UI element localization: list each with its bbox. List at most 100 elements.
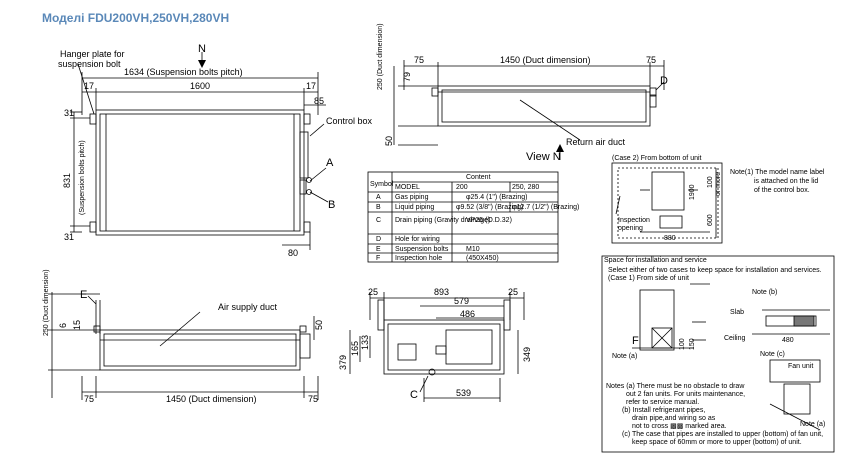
air-supply-view <box>48 292 319 400</box>
sv-dim-486: 486 <box>460 309 475 319</box>
case1-diagram <box>601 255 835 453</box>
table-cell-symbol: A <box>376 194 381 201</box>
vn-dim-79: 79 <box>402 72 412 82</box>
hanger-label-1: Hanger plate for <box>60 49 125 59</box>
note-line: refer to service manual. <box>626 399 699 406</box>
space-notes: Notes (a) There must be no obstacle to d… <box>606 383 823 446</box>
table-cell-value-1: M10 <box>466 246 480 253</box>
dim-31-top: 31 <box>64 108 74 118</box>
note1-line3: of the control box. <box>754 187 810 194</box>
bl-dim-6: 6 <box>58 323 68 328</box>
table-cell-value-1: 200 <box>456 184 468 191</box>
case2-diagram <box>611 162 723 244</box>
note-b-label: Note (b) <box>752 289 777 296</box>
sv-dim-579: 579 <box>454 296 469 306</box>
label-d: D <box>660 75 668 87</box>
vn-dim-1450: 1450 (Duct dimension) <box>500 55 591 65</box>
vn-dim-75-right: 75 <box>646 55 656 65</box>
note-line: (b) Install refrigerant pipes, <box>622 407 705 414</box>
label-f: F <box>632 335 639 347</box>
note-line: not to cross ▩▩ marked area. <box>632 423 727 430</box>
control-box-label: Control box <box>326 116 373 126</box>
side-view <box>349 292 525 402</box>
table-cell-name: MODEL <box>395 184 420 191</box>
table-cell-value-2: 250, 280 <box>512 184 539 191</box>
case2-inspection-2: opening <box>618 225 643 232</box>
table-cell-name: Liquid piping <box>395 204 434 211</box>
table-cell-symbol: D <box>376 236 381 243</box>
dim-831: 831 <box>62 173 72 188</box>
table-symbol-header: Symbol <box>370 181 394 188</box>
dim-1600: 1600 <box>190 81 210 91</box>
space-line1: Select either of two cases to keep space… <box>608 267 822 274</box>
note-line: keep space of 60mm or more to upper (bot… <box>632 439 802 446</box>
bl-dim-50: 50 <box>314 320 324 330</box>
north-label: N <box>198 43 206 55</box>
pitch-vertical: (Suspension bolts pitch) <box>79 140 86 215</box>
table-cell-value-1: φ25.4 (1") (Brazing) <box>466 194 528 201</box>
bl-dim-75-right: 75 <box>308 394 318 404</box>
dim-17-right: 17 <box>306 81 316 91</box>
vn-dim-250: 250 (Duct dimension) <box>377 23 384 90</box>
label-e: E <box>80 289 87 301</box>
fan-unit-label: Fan unit <box>788 363 813 370</box>
table-cell-symbol: C <box>376 217 381 224</box>
table-cell-symbol: B <box>376 204 381 211</box>
ceiling-label: Ceiling <box>724 335 746 342</box>
case2-or-more: or more <box>715 172 722 196</box>
sv-dim-25-right: 25 <box>508 287 518 297</box>
case2-dim-100: 100 <box>707 176 714 188</box>
air-supply-label: Air supply duct <box>218 302 278 312</box>
table-cell-value-1: (450X450) <box>466 255 499 262</box>
case2-inspection-1: Inspection <box>618 217 650 224</box>
spec-table <box>367 171 559 263</box>
table-cell-name: Hole for wiring <box>395 236 440 243</box>
return-duct-label: Return air duct <box>566 137 626 147</box>
space-case1: (Case 1) From side of unit <box>608 275 689 282</box>
dim-85: 85 <box>314 96 324 106</box>
vn-dim-75-left: 75 <box>414 55 424 65</box>
note-line: (c) The case that pipes are installed to… <box>622 431 823 438</box>
sv-dim-165: 165 <box>350 341 360 356</box>
page-title: Моделі FDU200VH,250VH,280VH <box>42 11 230 25</box>
slab-label: Slab <box>730 309 744 316</box>
case2-dim-600: 600 <box>707 214 714 226</box>
note1-line2: is attached on the lid <box>754 178 818 185</box>
space-title: Space for installation and service <box>604 257 707 264</box>
bl-dim-75-left: 75 <box>84 394 94 404</box>
case1-dim-480: 480 <box>782 337 794 344</box>
view-n <box>393 60 665 160</box>
view-n-title: View N <box>526 151 561 163</box>
table-cell-name: Drain piping (Gravity drainage) <box>395 217 490 224</box>
table-content-header: Content <box>466 174 491 181</box>
bl-dim-15: 15 <box>72 320 82 330</box>
note-line: out 2 fan units. For units maintenance, <box>626 391 745 398</box>
case2-title: (Case 2) From bottom of unit <box>612 155 702 162</box>
table-cell-name: Suspension bolts <box>395 246 449 253</box>
case2-dim-880: 880 <box>664 235 676 242</box>
note-a2-label: Note (a) <box>800 421 825 428</box>
sv-dim-539: 539 <box>456 388 471 398</box>
sv-dim-133: 133 <box>360 335 370 350</box>
bl-dim-250: 250 (Duct dimension) <box>43 269 50 336</box>
table-cell-name: Gas piping <box>395 194 429 201</box>
case2-dim-1900: 1900 <box>689 184 696 200</box>
hanger-label-2: suspension bolt <box>58 59 121 69</box>
table-cell-symbol: E <box>376 246 381 253</box>
table-cell-value-2: φ12.7 (1/2") (Brazing) <box>512 204 579 211</box>
label-a: A <box>326 157 334 169</box>
sv-dim-349: 349 <box>522 347 532 362</box>
note-a-label: Note (a) <box>612 353 637 360</box>
table-cell-symbol: F <box>376 255 380 262</box>
note1-line1: Note(1) The model name label <box>730 169 825 176</box>
label-b: B <box>328 199 335 211</box>
label-c: C <box>410 389 418 401</box>
note-line: Notes (a) There must be no obstacle to d… <box>606 383 745 390</box>
table-cell-value-1: VP25 (O.D.32) <box>466 217 512 224</box>
sv-dim-25-left: 25 <box>368 287 378 297</box>
sv-dim-893: 893 <box>434 287 449 297</box>
case1-dim-100: 100 <box>679 338 686 350</box>
note-c-label: Note (c) <box>760 351 785 358</box>
case1-dim-150: 150 <box>689 338 696 350</box>
